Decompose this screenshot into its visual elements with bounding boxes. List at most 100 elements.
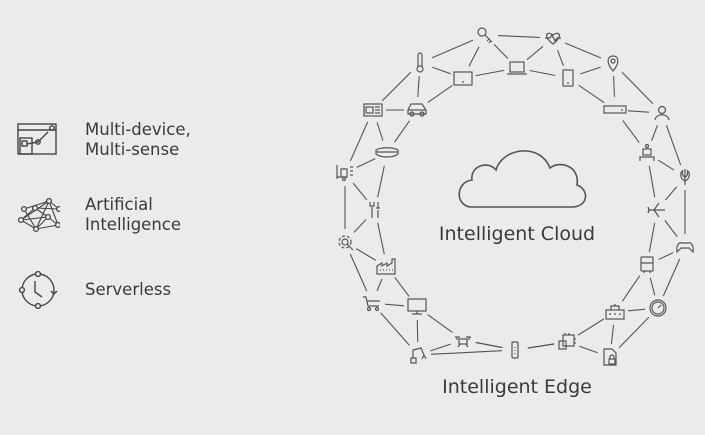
connection-line-building-chip <box>577 318 605 336</box>
legend-multi-device <box>14 120 60 160</box>
connection-line-server-robot <box>622 120 640 143</box>
forklift-icon <box>336 165 353 182</box>
device-nodes <box>336 27 694 366</box>
connection-line-plane-gamepad <box>664 220 678 237</box>
connection-line-lock-doc-chip <box>579 345 598 354</box>
connection-line-pin-person <box>621 71 654 105</box>
monitor-icon <box>407 298 427 315</box>
key-icon <box>477 27 493 44</box>
connection-line-usb-robot-arm <box>430 350 503 355</box>
gauge-icon <box>649 299 667 317</box>
person-icon <box>654 105 670 121</box>
legend-ai <box>14 195 60 235</box>
drone-icon <box>455 336 471 348</box>
connection-line-cart-gear-wrench <box>349 253 368 292</box>
connection-line-key-laptop <box>493 43 509 60</box>
heart-icon <box>545 32 561 45</box>
connection-line-cart-monitor <box>384 303 405 307</box>
connection-line-plane-bus <box>648 222 656 253</box>
connection-line-bus-gauge <box>649 277 656 296</box>
connection-line-gauge-building <box>627 308 646 312</box>
connection-line-drone-robot-arm <box>430 343 451 352</box>
connection-line-monitor-factory <box>394 277 410 297</box>
pin-icon <box>607 55 619 72</box>
phone-icon <box>562 69 574 87</box>
connection-line-thermometer-car <box>417 75 420 98</box>
usb-icon <box>511 341 519 359</box>
laptop-icon <box>507 61 527 75</box>
connection-line-newspaper-vr-headset <box>376 122 384 141</box>
plane-icon <box>647 202 665 218</box>
connection-line-gear-wrench-factory <box>355 248 377 261</box>
newspaper-icon <box>363 103 383 117</box>
connection-line-wheat-plane <box>664 186 678 201</box>
cloud-icon <box>458 150 587 208</box>
connection-line-forklift-newspaper <box>349 121 369 162</box>
legend-label-serverless: Serverless <box>85 280 171 300</box>
legend-serverless <box>14 270 60 310</box>
connection-line-gauge-lock-doc <box>618 316 650 349</box>
gamepad-icon <box>676 242 694 254</box>
connection-line-robot-wheat <box>657 159 675 171</box>
connection-line-newspaper-thermometer <box>381 71 412 102</box>
server-icon <box>603 105 627 114</box>
connection-line-key-heart <box>497 35 541 38</box>
neural-network-icon <box>17 197 60 233</box>
connection-line-tools-vr-headset <box>377 165 385 198</box>
connection-line-heart-phone <box>557 49 564 67</box>
connection-line-heart-laptop <box>526 45 544 61</box>
connection-line-person-wheat <box>665 125 682 165</box>
connection-line-bus-building <box>621 275 641 302</box>
connection-line-laptop-phone <box>529 69 556 77</box>
connection-line-robot-plane <box>648 165 656 198</box>
connection-line-monitor-drone <box>427 314 453 333</box>
connection-line-vr-headset-car <box>393 120 411 143</box>
intelligent-cloud-label: Intelligent Cloud <box>438 223 596 245</box>
connection-line-phone-server <box>578 84 605 104</box>
legend-line: Multi-sense <box>85 140 180 159</box>
connection-line-heart-pin <box>564 42 602 59</box>
legend-label-ai: Artificial Intelligence <box>85 195 181 235</box>
connection-line-tools-gear-wrench <box>353 219 367 233</box>
connection-line-gamepad-bus <box>658 252 674 260</box>
factory-icon <box>376 258 396 275</box>
legend-label-multi-device: Multi-device, Multi-sense <box>85 120 191 160</box>
connection-line-key-tablet <box>468 46 480 67</box>
connection-line-pin-server <box>613 75 615 98</box>
connection-line-car-tablet <box>427 84 453 104</box>
connection-line-drone-usb <box>475 341 503 349</box>
building-icon <box>605 304 625 320</box>
connection-lines <box>344 35 686 355</box>
gear-wrench-icon <box>338 235 354 251</box>
connection-line-factory-cart <box>376 278 383 292</box>
lock-doc-icon <box>603 348 617 366</box>
vr-headset-icon <box>375 147 399 158</box>
connection-line-tablet-laptop <box>475 69 505 77</box>
connection-line-building-lock-doc <box>610 324 615 345</box>
thermometer-icon <box>416 52 424 73</box>
connection-line-thermometer-key <box>431 39 474 59</box>
tools-icon <box>369 202 380 218</box>
connection-line-gamepad-gauge <box>662 258 681 297</box>
car-icon <box>407 103 427 117</box>
legend-line: Multi-device, <box>85 120 191 139</box>
connection-line-robot-arm-cart <box>380 312 410 346</box>
connection-line-factory-tools <box>377 222 385 255</box>
legend-line: Intelligence <box>85 215 182 234</box>
bus-icon <box>640 256 654 273</box>
connection-line-forklift-tools <box>352 182 368 201</box>
wheat-icon <box>680 169 690 185</box>
chip-icon <box>558 333 576 350</box>
connection-line-pin-phone <box>580 66 601 75</box>
tablet-icon <box>453 71 473 86</box>
robot-icon <box>639 143 655 161</box>
connection-line-forklift-vr-headset <box>356 158 376 168</box>
multi-device-icon <box>17 123 57 155</box>
legend-line: Artificial <box>85 195 153 214</box>
intelligent-edge-label: Intelligent Edge <box>442 376 592 398</box>
legend-line: Serverless <box>85 280 172 299</box>
robot-arm-icon <box>410 347 427 364</box>
connection-line-usb-chip <box>527 343 555 349</box>
serverless-clock-icon <box>18 270 58 310</box>
